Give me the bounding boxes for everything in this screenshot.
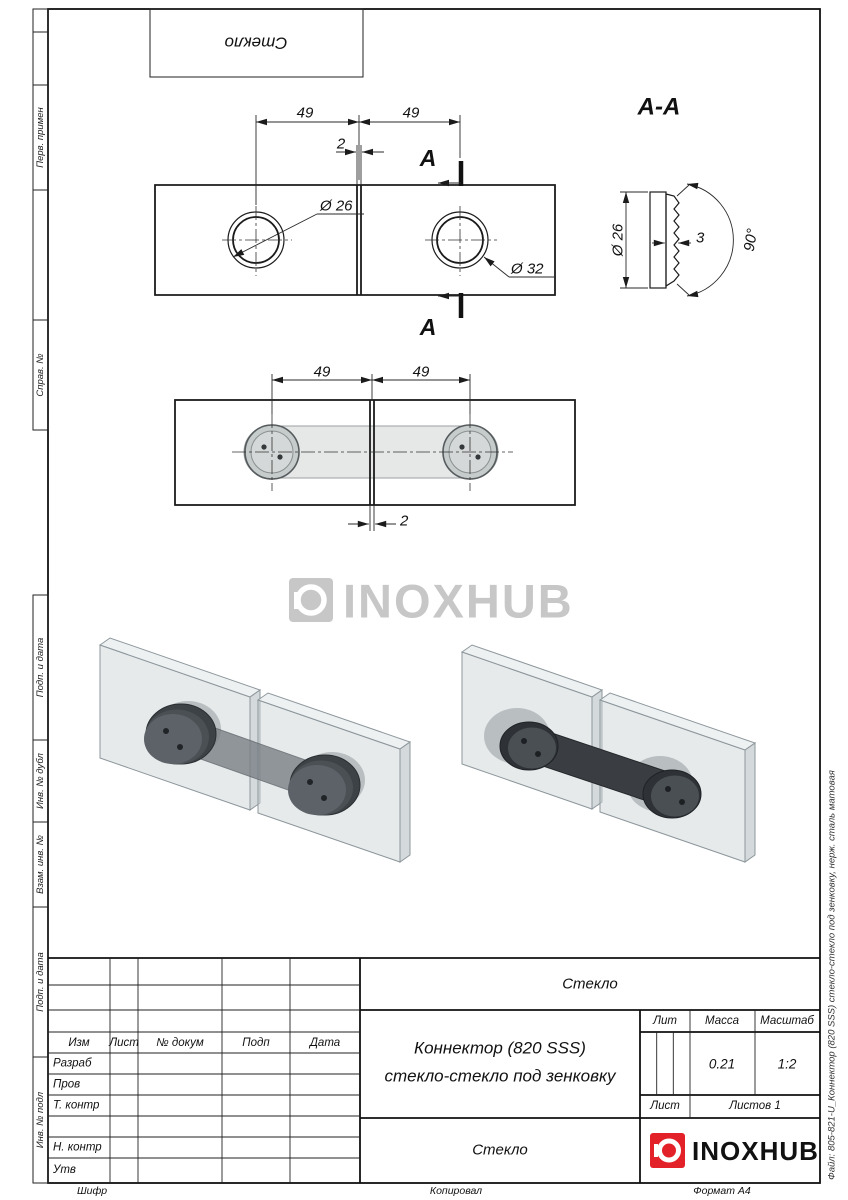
tb-row-nkontr: Н. контр <box>53 1142 102 1154</box>
tb-col-sign: Подп <box>242 1037 270 1049</box>
brand-logo: INOXHUB <box>650 1133 819 1168</box>
footer-labels: Шифр Копировал Формат A4 <box>77 1185 751 1197</box>
plan-view: 49 49 2 <box>174 364 576 531</box>
watermark: INOXHUB <box>289 575 574 628</box>
margin-labels: Стекло Перв. примен Справ. № Подп. и дат… <box>35 34 838 1180</box>
margin-label-sprav-no: Справ. № <box>35 353 46 396</box>
front-dia-32: Ø 32 <box>510 261 544 278</box>
margin-label-podp-data-1: Подп. и дата <box>35 638 46 697</box>
section-view: A-A Ø 26 3 90° <box>610 94 762 298</box>
margin-label-perv-primen: Перв. примен <box>35 106 46 167</box>
tb-massa-value: 0.21 <box>709 1057 735 1072</box>
footer-cipher: Шифр <box>77 1185 107 1197</box>
tb-row-tkontr: Т. контр <box>53 1100 100 1112</box>
top-designation-text: Стекло <box>225 34 288 53</box>
section-body <box>649 191 667 289</box>
connector-disc <box>499 721 559 771</box>
iso-view-left <box>98 637 412 863</box>
footer-copied: Копировал <box>430 1185 482 1197</box>
front-dim-gap: 2 <box>336 136 346 153</box>
file-note-vertical: Файл: 805-821-U_Коннектор (820 SSS) стек… <box>827 770 838 1180</box>
brand-logo-text: INOXHUB <box>692 1136 819 1166</box>
front-dim-49-left: 49 <box>297 105 314 122</box>
iso-view-right <box>460 644 757 863</box>
margin-label-inv-dubl: Инв. № дубл <box>35 752 46 808</box>
watermark-text: INOXHUB <box>343 575 574 628</box>
tb-col-doc: № докум <box>156 1037 204 1049</box>
title-block: Стекло Коннектор (820 SSS) стекло-стекло… <box>48 957 820 1183</box>
section-gasket <box>665 193 680 288</box>
tb-col-date: Дата <box>308 1037 340 1049</box>
margin-label-vzam-inv: Взам. инв. № <box>35 835 46 894</box>
connector-disc <box>144 703 217 765</box>
front-view: 49 49 2 Ø 26 Ø 32 A A <box>154 105 556 340</box>
front-dim-49-right: 49 <box>403 105 420 122</box>
tb-col-list: Лист <box>108 1037 139 1049</box>
tb-masshtab-label: Масштаб <box>760 1015 814 1027</box>
sheet-frame <box>32 8 821 1184</box>
tb-name-line2: стекло-стекло под зенковку <box>384 1067 617 1086</box>
tb-list-label: Лист <box>649 1100 680 1112</box>
top-designation-box <box>149 8 364 78</box>
cut-letter-top: A <box>419 145 437 171</box>
tb-listov-label: Листов 1 <box>728 1100 780 1112</box>
section-thickness: 3 <box>696 230 705 247</box>
section-title: A-A <box>637 94 681 121</box>
tb-row-utv: Утв <box>52 1164 76 1176</box>
tb-masshtab-value: 1:2 <box>778 1057 797 1072</box>
front-dia-26: Ø 26 <box>319 198 353 215</box>
plan-dim-49-right: 49 <box>413 364 430 381</box>
tb-lit-label: Лит <box>652 1015 677 1027</box>
footer-format: Формат A4 <box>693 1185 751 1197</box>
tb-massa-label: Масса <box>705 1015 739 1027</box>
tb-name-line1: Коннектор (820 SSS) <box>414 1039 586 1058</box>
tb-row-razrab: Разраб <box>53 1058 92 1070</box>
margin-label-inv-podl: Инв. № подл <box>35 1091 46 1148</box>
section-cut-marks: A A <box>419 145 464 340</box>
tb-material: Стекло <box>472 1142 528 1159</box>
tb-designation: Стекло <box>562 976 618 993</box>
margin-label-podp-data-2: Подп. и дата <box>35 952 46 1011</box>
section-dia-26: Ø 26 <box>610 223 627 257</box>
section-angle: 90° <box>741 227 762 252</box>
connector-disc <box>288 754 361 816</box>
tb-row-prov: Пров <box>53 1079 80 1091</box>
cut-letter-bottom: A <box>419 314 437 340</box>
plan-dim-gap: 2 <box>399 513 409 530</box>
tb-col-izm: Изм <box>68 1037 89 1049</box>
plan-dim-49-left: 49 <box>314 364 331 381</box>
connector-disc <box>642 769 702 819</box>
